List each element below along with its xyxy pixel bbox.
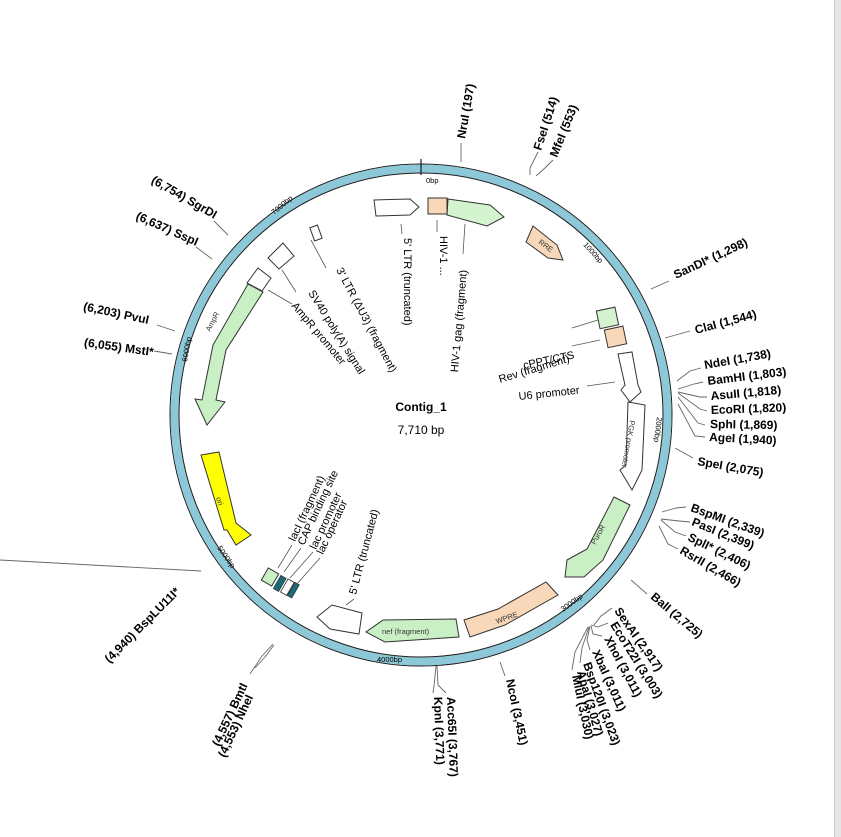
site-asuii: AsuII (1,818) — [710, 383, 782, 403]
site-kpni: KpnI (3,771) — [431, 697, 447, 765]
plasmid-name: Contig_1 — [395, 400, 447, 414]
site-ecori: EcoRI (1,820) — [711, 400, 787, 417]
site-pvui: (6,203) PvuI — [82, 299, 150, 327]
site-agei: AgeI (1,940) — [709, 430, 777, 448]
site-leaders — [0, 143, 708, 694]
site-spei: SpeI (2,075) — [696, 454, 764, 479]
feature-3ltr — [309, 224, 323, 242]
tick-label-4000: 4000bp — [377, 655, 402, 664]
feature-lac-promoter — [279, 578, 295, 596]
site-sphi: SphI (1,869) — [710, 417, 778, 432]
feature-puror — [564, 496, 631, 578]
feature-label-hiv-gag: HIV-1 gag (fragment) — [449, 269, 470, 372]
feature-nef — [365, 618, 460, 643]
site-sspi: (6,637) SspI — [134, 209, 201, 249]
feature-ori — [200, 451, 252, 546]
feature-nef-label: nef (fragment) — [382, 627, 430, 636]
feature-wpre — [463, 581, 559, 638]
site-clai: ClaI (1,544) — [693, 307, 758, 337]
feature-label-hiv-psi: HIV-1 ... — [437, 236, 449, 276]
feature-label-5ltr-bottom: 5' LTR (truncated) — [347, 508, 381, 596]
feature-rre — [525, 225, 564, 261]
tick-label-0: 0bp — [426, 176, 439, 185]
backbone-ring-fill — [170, 164, 672, 666]
site-sgrdi: (6,754) SgrDI — [149, 173, 220, 222]
feature-u6-promoter — [617, 351, 642, 403]
site-sandi: SanDI* (1,298) — [671, 235, 749, 282]
feature-rev-fragment — [595, 306, 620, 330]
site-msti: (6,055) MstI* — [83, 335, 155, 359]
site-nrui: NruI (197) — [454, 83, 477, 140]
window-edge — [834, 0, 841, 837]
feature-ampr — [194, 283, 264, 426]
site-bsplu11i: (4,940) BspLU11I* — [102, 584, 183, 665]
feature-laci-fragment — [260, 567, 280, 587]
tick-label-2000: 2000bp — [652, 417, 664, 443]
site-ncoi: NcoI (3,451) — [503, 678, 531, 747]
site-bali: BalI (2,725) — [648, 590, 706, 641]
feature-cap-binding — [272, 574, 287, 592]
feature-cppt-cts — [603, 325, 628, 349]
feature-leaders — [267, 220, 616, 606]
feature-pgk-promoter — [619, 401, 646, 492]
feature-ampr-promoter — [246, 267, 272, 292]
feature-label-u6: U6 promoter — [518, 385, 580, 403]
feature-5ltr-top — [373, 198, 420, 217]
feature-label-5ltr-top: 5' LTR (truncated) — [401, 238, 413, 325]
feature-hiv-gag — [446, 198, 505, 227]
site-acc65i: Acc65I (3,767) — [444, 697, 461, 778]
tick-label-6000: 6000bp — [180, 336, 193, 362]
feature-ori-label: ori — [214, 496, 225, 507]
feature-5ltr-bottom — [316, 604, 363, 635]
feature-hiv-psi — [427, 197, 448, 215]
feature-sv40-polya — [267, 242, 295, 270]
plasmid-length: 7,710 bp — [398, 423, 445, 437]
feature-ampr-label: AmpR — [204, 310, 222, 333]
